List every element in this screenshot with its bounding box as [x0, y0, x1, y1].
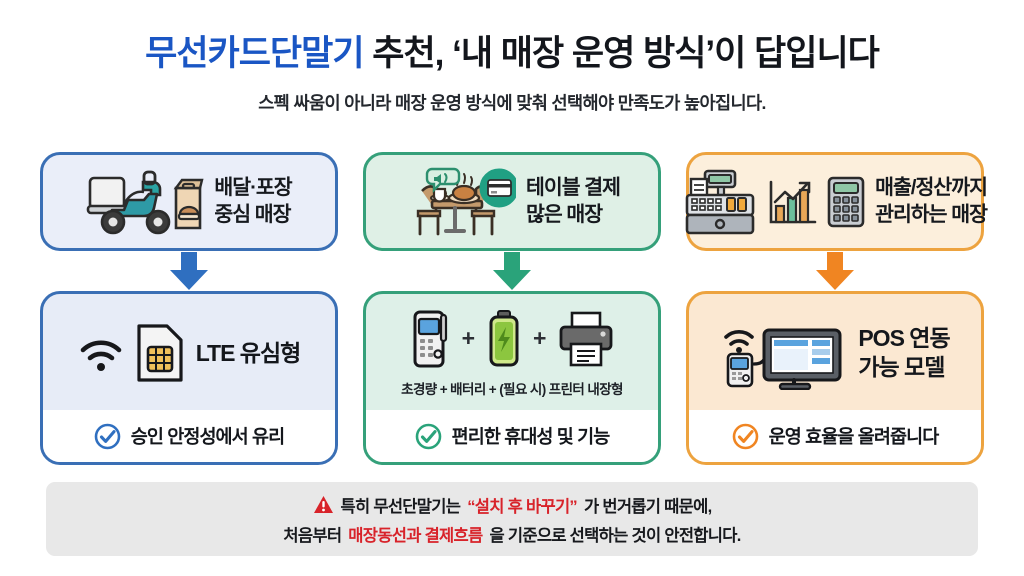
column-table-payment: 테이블 결제 많은 매장: [363, 152, 661, 465]
card-top-table-payment[interactable]: 테이블 결제 많은 매장: [363, 152, 661, 251]
page-header: 무선카드단말기 추천, ‘내 매장 운영 방식’이 답입니다 스펙 싸움이 아니…: [0, 0, 1024, 115]
card-bottom-body-portable: + +: [366, 294, 658, 410]
printer-icon: [558, 311, 614, 367]
sim-card-icon: [136, 323, 184, 383]
down-arrow-icon: [812, 252, 858, 290]
card-footer-text-lte: 승인 안정성에서 유리: [130, 426, 285, 447]
pos-title-line2: 가능 모델: [858, 354, 945, 380]
card-bottom-lte[interactable]: LTE 유심형 승인 안정성에서 유리: [40, 291, 338, 465]
card-top-label-line2: 중심 매장: [214, 202, 291, 226]
card-terminal-icon: [410, 309, 450, 369]
warning-triangle-icon: [313, 495, 334, 514]
down-arrow-icon: [166, 252, 212, 290]
column-delivery: 배달·포장 중심 매장: [40, 152, 338, 465]
scooter-icon: [86, 166, 204, 238]
warning-line1-highlight: “설치 후 바꾸기”: [467, 497, 577, 516]
card-footer-text-portable: 편리한 휴대성 및 기능: [451, 426, 611, 447]
card-footer-portable: 편리한 휴대성 및 기능: [366, 410, 658, 462]
dining-table-icon: [404, 165, 516, 239]
card-footer-lte: 승인 안정성에서 유리: [43, 410, 335, 462]
card-bottom-body-lte: LTE 유심형: [43, 294, 335, 410]
wifi-icon: [78, 330, 124, 376]
card-top-label-line2: 많은 매장: [526, 202, 603, 226]
card-top-delivery[interactable]: 배달·포장 중심 매장: [40, 152, 338, 251]
pos-title-line1: POS 연동: [858, 325, 950, 352]
warning-line1-part-b: 가 번거롭기 때문에,: [583, 497, 712, 516]
warning-line1-part-a: 특히 무선단말기는: [340, 497, 461, 516]
card-bottom-pos[interactable]: POS 연동 가능 모델 운영 효율을 올려줍니다: [686, 291, 984, 465]
card-top-label-line2: 관리하는 매장: [875, 202, 988, 226]
plus-sign-1: +: [461, 325, 475, 351]
card-top-label-table: 테이블 결제 많은 매장: [526, 175, 621, 227]
card-top-label-sales: 매출/정산까지 관리하는 매장: [875, 175, 988, 227]
warning-banner-line-2: 처음부터 매장동선과 결제흐름 을 기준으로 선택하는 것이 안전합니다.: [283, 522, 742, 546]
card-footer-text-pos: 운영 효율을 올려줍니다: [768, 426, 940, 447]
card-bottom-body-pos: POS 연동 가능 모델: [689, 294, 981, 410]
card-top-label-delivery: 배달·포장 중심 매장: [214, 175, 292, 227]
warning-line2-part-a: 처음부터: [283, 526, 342, 545]
page-subtitle: 스펙 싸움이 아니라 매장 운영 방식에 맞춰 선택해야 만족도가 높아집니다.: [258, 93, 766, 114]
check-circle-icon: [94, 423, 121, 450]
plus-sign-2: +: [533, 325, 547, 351]
page-title-brand: 무선카드단말기: [145, 34, 364, 73]
comparison-columns: 배달·포장 중심 매장: [40, 152, 988, 465]
bar-chart-icon: [767, 176, 817, 228]
page-title-rest: 추천, ‘내 매장 운영 방식’이 답입니다: [363, 34, 880, 73]
card-bottom-icons-portable: + +: [410, 309, 615, 369]
warning-line2-highlight: 매장동선과 결제흐름: [348, 526, 483, 545]
card-top-label-line1: 매출/정산까지: [875, 176, 988, 200]
card-footer-pos: 운영 효율을 올려줍니다: [689, 410, 981, 462]
column-sales-management: 매출/정산까지 관리하는 매장: [683, 152, 988, 465]
pos-link-icon: [720, 316, 846, 390]
card-top-label-line1: 배달·포장: [214, 176, 292, 200]
arrow-sales-wrap: [686, 251, 984, 291]
arrow-table-wrap: [363, 251, 661, 291]
check-circle-icon: [732, 423, 759, 450]
battery-icon: [487, 309, 521, 368]
arrow-delivery-wrap: [40, 251, 338, 291]
warning-banner: 특히 무선단말기는 “설치 후 바꾸기” 가 번거롭기 때문에, 처음부터 매장동선과…: [46, 482, 978, 556]
card-top-label-line1: 테이블 결제: [526, 176, 621, 200]
card-top-sales-management[interactable]: 매출/정산까지 관리하는 매장: [683, 152, 988, 251]
calculator-icon: [827, 176, 865, 228]
card-bottom-icons-lte: LTE 유심형: [78, 323, 301, 383]
card-bottom-title-pos: POS 연동 가능 모델: [858, 324, 950, 382]
warning-line2-part-b: 을 기준으로 선택하는 것이 안전합니다.: [489, 526, 742, 545]
cash-register-icon: [683, 167, 757, 237]
warning-banner-line-1: 특히 무선단말기는 “설치 후 바꾸기” 가 번거롭기 때문에,: [313, 493, 712, 517]
down-arrow-icon: [489, 252, 535, 290]
card-bottom-portable[interactable]: + +: [363, 291, 661, 465]
card-spec-line-portable: 초경량 + 배터리 + (필요 시) 프린터 내장형: [401, 381, 623, 397]
check-circle-icon: [415, 423, 442, 450]
card-bottom-icons-pos: POS 연동 가능 모델: [720, 316, 951, 390]
page-title: 무선카드단말기 추천, ‘내 매장 운영 방식’이 답입니다: [0, 34, 1024, 74]
card-bottom-title-lte: LTE 유심형: [195, 339, 302, 366]
